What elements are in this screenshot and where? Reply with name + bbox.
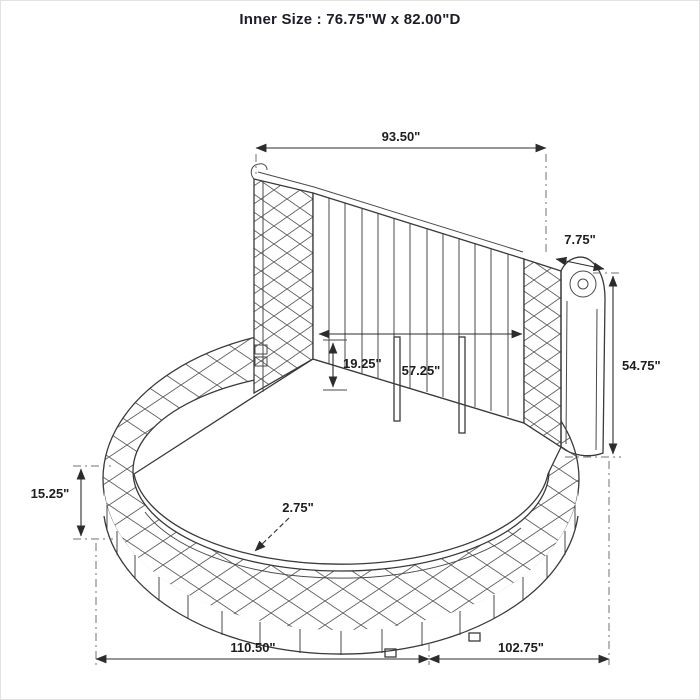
dim-label-scroll-depth: 7.75" [564, 232, 595, 247]
deck-bg [134, 359, 561, 565]
scroll-side [560, 256, 606, 457]
dim-deck-lip: 2.75" [254, 500, 314, 552]
deck-outline [133, 358, 562, 565]
left-wing-tufting [254, 179, 313, 393]
dim-headboard-clearance: 19.25" [323, 339, 382, 391]
dim-scroll-depth: 7.75" [555, 232, 605, 272]
dim-overall-depth: 102.75" [428, 461, 610, 665]
scroll-spiral-outer [569, 270, 597, 298]
dim-label-overall-width: 110.50" [230, 640, 275, 655]
rim-tufting-pattern [103, 327, 579, 631]
dim-label-headboard-clearance: 19.25" [343, 356, 382, 371]
deck-lip-line [144, 511, 522, 579]
scroll-line [595, 308, 598, 451]
dim-inner-headboard-width: 57.25" [318, 329, 523, 378]
right-wing-tufting [524, 259, 561, 447]
dim-headboard-width: 93.50" [255, 129, 547, 256]
scroll-line [565, 300, 568, 445]
inner-size-title: Inner Size : 76.75"W x 82.00"D [239, 11, 461, 28]
dim-overall-width: 110.50" [95, 543, 430, 665]
base-wall-staves [106, 505, 576, 655]
wing-bracket [254, 356, 268, 367]
dim-label-headboard-width: 93.50" [382, 129, 421, 144]
dimensions: 93.50" 7.75" 54.75" 57.25" [31, 129, 661, 665]
round-base [102, 326, 580, 658]
dim-base-height: 15.25" [31, 465, 113, 540]
dim-label-base-height: 15.25" [31, 486, 70, 501]
dim-label-inner-headboard-width: 57.25" [402, 363, 441, 378]
headboard [250, 163, 606, 457]
channel-tufting-lines [328, 198, 509, 416]
scroll-spiral-inner [577, 278, 589, 290]
dim-label-deck-lip: 2.75" [282, 500, 313, 515]
channel-panel-bg [313, 193, 524, 423]
headboard-top-face [257, 171, 524, 253]
dim-headboard-height: 54.75" [565, 272, 661, 458]
base-bottom-edge [103, 515, 579, 655]
wing-bracket [254, 344, 268, 355]
bed-foot [468, 632, 481, 642]
left-wing-curl [250, 163, 268, 180]
dim-label-headboard-height: 54.75" [622, 358, 661, 373]
dim-label-overall-depth: 102.75" [498, 640, 544, 655]
